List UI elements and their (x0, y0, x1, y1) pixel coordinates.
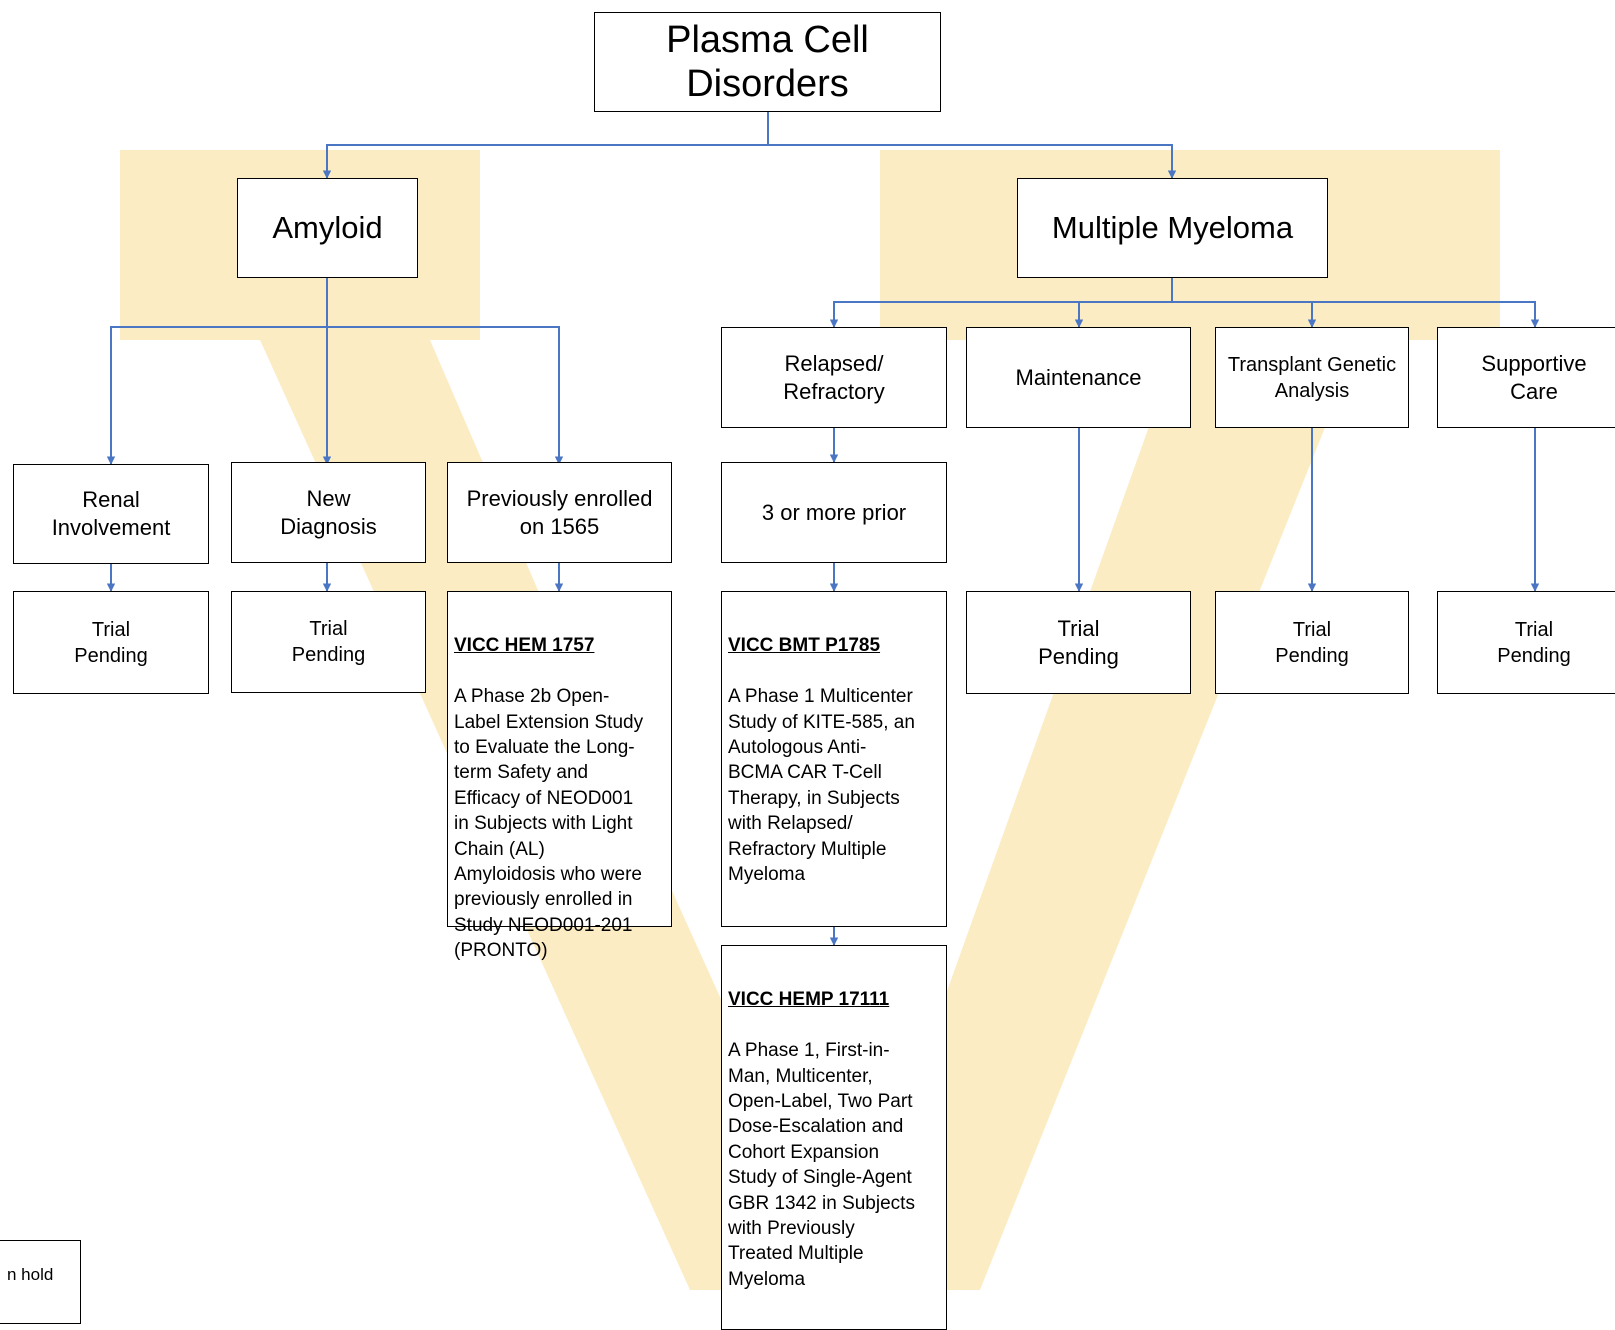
previously-enrolled-node-label: Previously enrolled on 1565 (466, 485, 653, 539)
trial-id: VICC BMT P1785 (728, 635, 881, 657)
multiple-myeloma-node: Multiple Myeloma (1017, 178, 1328, 278)
root-node-label: Plasma Cell Disorders (666, 19, 869, 105)
new-diagnosis-node: New Diagnosis (231, 462, 426, 563)
multiple-myeloma-node-label: Multiple Myeloma (1051, 210, 1294, 245)
renal-trial-pending-label: Trial Pending (74, 618, 148, 667)
previously-enrolled-node: Previously enrolled on 1565 (447, 462, 672, 563)
trial-description: A Phase 2b Open- Label Extension Study t… (454, 686, 644, 962)
new-diagnosis-node-label: New Diagnosis (280, 485, 377, 539)
transplant-genetic-analysis-node: Transplant Genetic Analysis (1215, 327, 1409, 428)
amyloid-node: Amyloid (237, 178, 418, 278)
trial-description: A Phase 1 Multicenter Study of KITE-585,… (728, 686, 915, 886)
three-or-more-prior-node: 3 or more prior (721, 462, 947, 563)
trial-card-vicc-hemp-17111: VICC HEMP 17111 A Phase 1, First-in- Man… (721, 945, 947, 1330)
renal-trial-pending: Trial Pending (13, 591, 209, 694)
supportive-care-node-label: Supportive Care (1481, 350, 1587, 404)
transplant-genetic-analysis-node-label: Transplant Genetic Analysis (1227, 353, 1397, 402)
trial-card-vicc-bmt-p1785: VICC BMT P1785 A Phase 1 Multicenter Stu… (721, 591, 947, 927)
trial-description: A Phase 1, First-in- Man, Multicenter, O… (728, 1040, 915, 1290)
relapsed-refractory-node-label: Relapsed/ Refractory (783, 350, 885, 404)
new-diagnosis-trial-pending-label: Trial Pending (291, 618, 366, 666)
supportive-care-trial-pending-label: Trial Pending (1497, 618, 1571, 667)
legend-box: n hold (0, 1240, 81, 1324)
supportive-care-node: Supportive Care (1437, 327, 1615, 428)
renal-involvement-node-label: Renal Involvement (51, 487, 171, 540)
maintenance-trial-pending: Trial Pending (966, 591, 1191, 694)
supportive-care-trial-pending: Trial Pending (1437, 591, 1615, 694)
maintenance-node: Maintenance (966, 327, 1191, 428)
renal-involvement-node: Renal Involvement (13, 464, 209, 564)
trial-card-vicc-hem-1757: VICC HEM 1757 A Phase 2b Open- Label Ext… (447, 591, 672, 961)
new-diagnosis-trial-pending: Trial Pending (231, 591, 426, 693)
relapsed-refractory-node: Relapsed/ Refractory (721, 327, 947, 428)
maintenance-trial-pending-label: Trial Pending (1038, 615, 1119, 669)
maintenance-node-label: Maintenance (1015, 364, 1142, 390)
trial-id: VICC HEM 1757 (454, 635, 595, 657)
trial-id: VICC HEMP 17111 (728, 989, 890, 1011)
transplant-trial-pending-label: Trial Pending (1275, 618, 1349, 667)
amyloid-node-label: Amyloid (272, 210, 383, 245)
three-or-more-prior-node-label: 3 or more prior (761, 499, 907, 525)
legend-text: n hold (7, 1265, 54, 1284)
root-node: Plasma Cell Disorders (594, 12, 941, 112)
transplant-trial-pending: Trial Pending (1215, 591, 1409, 694)
